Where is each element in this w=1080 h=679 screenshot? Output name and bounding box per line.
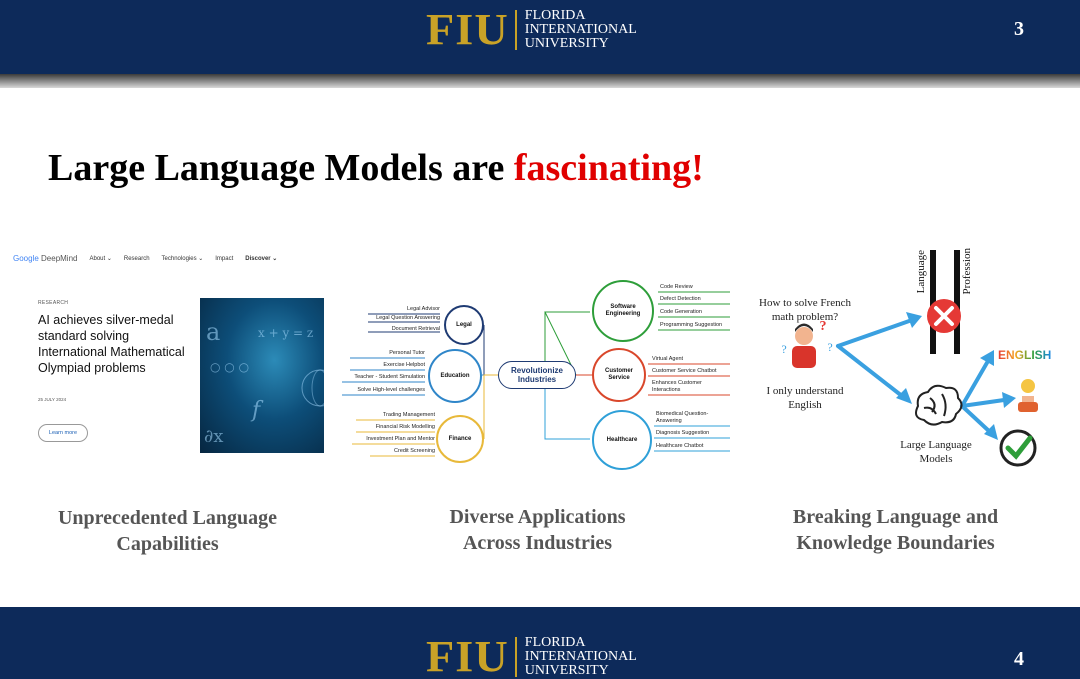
logo-separator [514,10,517,50]
logo-mark: FIU [426,5,509,54]
leaf-item: Financial Risk Modelling [375,424,435,430]
math-hero-image: a x + y = z ○ ○ ○ f ∂x [200,298,324,453]
question-text: How to solve French math problem? [759,297,851,323]
slide-title: Large Language Models are fascinating! [48,146,704,190]
page-number: 3 [1014,18,1024,40]
footer-bar [0,607,1080,679]
node-customer-service: Customer Service [592,348,646,402]
leaf-item: Legal Advisor [406,306,440,312]
barrier-label-language: Language [915,250,927,294]
header-shadow [0,74,1080,88]
caption-capabilities: Unprecedented Language Capabilities [40,505,295,557]
industries-mindmap: Revolutionize Industries Legal Education… [340,276,732,471]
deepmind-screenshot: Google DeepMind About ⌄ Research Technol… [10,246,330,461]
caption-applications: Diverse Applications Across Industries [410,504,665,556]
article-label: RESEARCH [38,300,69,306]
leaf-item: Enhances Customer Interactions [652,380,702,393]
nav-research: Research [123,255,150,262]
header-bar [0,0,1080,74]
node-legal: Legal [444,305,484,345]
caption-line: Across Industries [462,532,613,554]
reply-text: I only understand English [766,385,844,411]
leaf-item: Trading Management [382,412,435,418]
caption-line: Breaking Language and [792,506,999,528]
figure-graphics [792,250,1038,467]
leaf-item: Teacher - Student Simulation [354,374,425,380]
barrier-label-profession: Profession [961,248,973,295]
caption-line: Knowledge Boundaries [796,532,995,554]
leaf-item: Legal Question Answering [376,315,440,321]
language-barrier-figure: How to solve French math problem? I only… [752,246,1052,471]
question-mark: ? [781,342,787,356]
leaf-item: Code Generation [660,309,702,315]
globe-icon [301,369,324,407]
learn-more-button: Learn more [38,424,88,442]
caption-line: Diverse Applications [449,506,626,528]
node-finance: Finance [436,415,484,463]
mindmap-center: Revolutionize Industries [498,361,576,389]
leaf-item: Healthcare Chatbot [656,443,704,449]
nav-technologies: Technologies ⌄ [161,256,204,262]
article-headline: AI achieves silver-medal standard solvin… [38,313,185,375]
logo-separator [514,637,517,677]
english-text: ENGLISH [998,348,1052,362]
article-date: 25 JULY 2024 [38,397,67,402]
question-mark: ? [827,340,833,354]
leaf-item: Biomedical Question-Answering [656,411,709,424]
logo-line: UNIVERSITY [524,36,609,51]
leaf-item: Solve High-level challenges [357,387,425,393]
leaf-item: Personal Tutor [389,350,425,356]
leaf-item: Defect Detection [660,296,701,302]
page-number: 4 [1014,648,1024,670]
leaf-item: Diagnosis Suggestion [656,430,710,436]
title-highlight: fascinating! [513,147,704,189]
nav-impact: Impact [215,255,234,262]
caption-boundaries: Breaking Language and Knowledge Boundari… [768,504,1023,556]
logo-line: UNIVERSITY [524,663,609,678]
brand-google: Google [13,254,39,263]
deepmind-brand: Google DeepMind [13,254,77,263]
leaf-item: Document Retrieval [391,326,440,332]
model-label: Large Language Models [900,439,972,465]
logo-university-name: FLORIDA INTERNATIONAL UNIVERSITY [525,636,637,678]
leaf-item: Investment Plan and Mentor [366,436,435,442]
leaf-item: Customer Service Chatbot [652,368,717,374]
nav-about: About ⌄ [89,256,112,262]
leaf-item: Programming Suggestion [660,322,723,328]
logo-line: FLORIDA [524,8,586,23]
logo-mark: FIU [426,632,509,679]
node-healthcare: Healthcare [592,410,652,470]
leaf-item: Credit Screening [394,448,435,454]
mindmap-connectors [342,291,730,457]
caption-line: Unprecedented Language [57,507,278,529]
fiu-logo-top: FIU FLORIDA INTERNATIONAL UNIVERSITY [426,5,637,54]
logo-line: INTERNATIONAL [524,22,637,37]
title-prefix: Large Language Models are [48,147,514,189]
logo-line: INTERNATIONAL [524,649,637,664]
leaf-item: Code Review [660,284,693,290]
leaf-item: Exercise Helpbot [383,362,425,368]
nav-discover: Discover ⌄ [245,256,278,262]
deepmind-nav: Google DeepMind About ⌄ Research Technol… [13,254,277,263]
logo-university-name: FLORIDA INTERNATIONAL UNIVERSITY [525,9,637,51]
leaf-item: Virtual Agent [652,356,684,362]
fiu-logo-bottom: FIU FLORIDA INTERNATIONAL UNIVERSITY [426,632,637,679]
question-mark: ? [819,319,827,334]
english-word: ENGLISH [998,348,1051,362]
node-education: Education [428,349,482,403]
brand-deepmind: DeepMind [38,254,78,263]
logo-line: FLORIDA [524,635,586,650]
node-software-engineering: Software Engineering [592,280,654,342]
caption-line: Capabilities [116,533,219,555]
